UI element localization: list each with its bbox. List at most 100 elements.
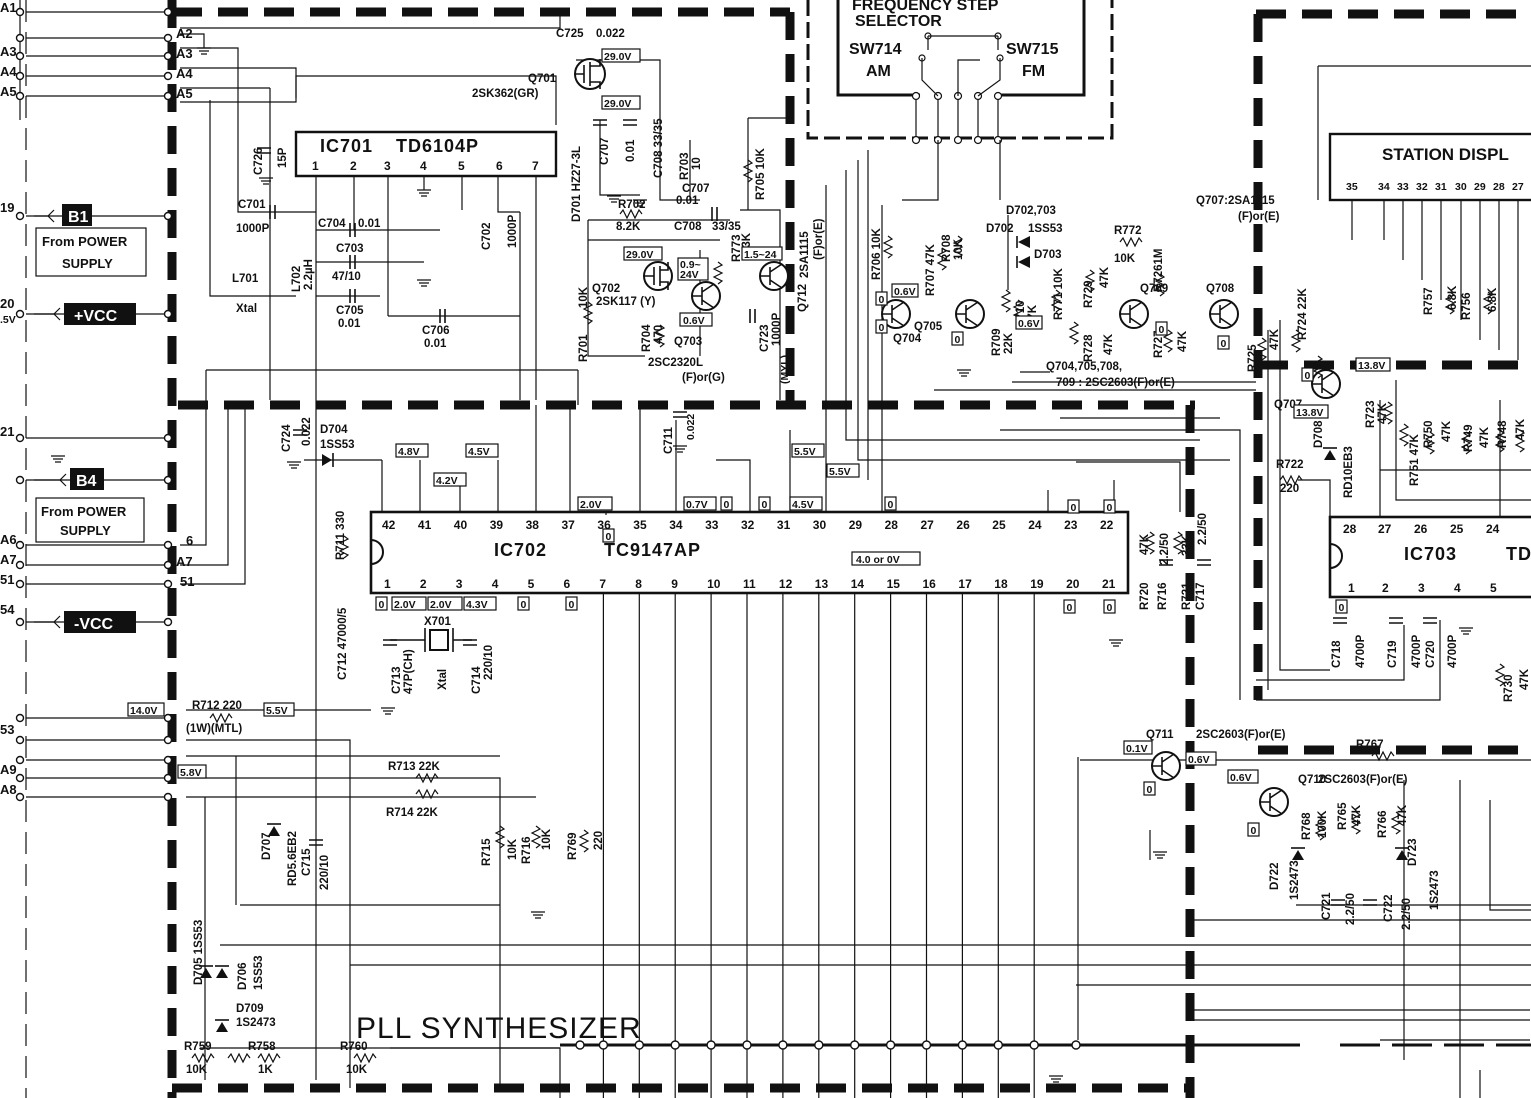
svg-text:R704: R704 [641,324,653,352]
svg-text:0.01: 0.01 [625,139,637,162]
ic702-pin-bottom: 12 [779,577,793,591]
svg-text:R722: R722 [1276,459,1304,471]
svg-text:C708: C708 [674,221,702,233]
svg-text:4.8V: 4.8V [398,446,420,458]
terminal-node [163,51,173,61]
ic702-pin-top: 29 [849,518,863,532]
svg-text:R725: R725 [1247,344,1259,372]
svg-text:33K: 33K [1181,534,1193,556]
svg-text:R724 22K: R724 22K [1297,288,1309,340]
transistor-q707 [1311,369,1341,399]
svg-text:2.0V: 2.0V [430,599,452,611]
svg-text:29.0V: 29.0V [604,98,631,110]
svg-text:R760: R760 [340,1041,368,1053]
svg-text:C721: C721 [1321,892,1333,920]
svg-text:51: 51 [0,572,14,587]
terminal-node [163,33,173,43]
svg-text:1S2473: 1S2473 [236,1017,276,1029]
svg-text:220/10: 220/10 [319,855,331,890]
ic702-pin-top: 30 [813,518,827,532]
transistor-q712 [759,261,789,291]
ic702-pin-top: 37 [562,518,576,532]
svg-text:0: 0 [724,499,730,511]
svg-text:Q704,705,708,: Q704,705,708, [1046,361,1122,373]
svg-text:C704: C704 [318,218,346,230]
svg-text:C714: C714 [471,666,483,694]
svg-text:Xtal: Xtal [437,669,449,690]
svg-text:0: 0 [1147,784,1153,796]
ic702-pin-top: 26 [956,518,970,532]
ic702-pin-bottom: 18 [994,577,1008,591]
svg-text:Q708: Q708 [1206,283,1235,295]
ic702-pin-bottom: 5 [528,577,535,591]
ic702-pin-bottom: 13 [815,577,829,591]
svg-text:27: 27 [1512,181,1524,193]
svg-text:R715: R715 [481,838,493,866]
wiring [180,12,1531,1098]
svg-text:0.01: 0.01 [676,195,699,207]
svg-text:C707: C707 [599,138,611,166]
svg-text:R708: R708 [941,234,953,262]
svg-text:10K: 10K [507,838,519,860]
ic703-ref: IC703 [1404,544,1457,564]
terminal-node [163,211,173,221]
svg-text:R730: R730 [1503,675,1515,703]
power-vcc-minus: -VCC [34,611,136,633]
ic702-pin-top: 41 [418,518,432,532]
terminal-node [15,71,25,81]
terminal-node [163,540,173,550]
svg-text:D704: D704 [320,424,348,436]
svg-text:4.3V: 4.3V [466,599,488,611]
svg-text:R702: R702 [618,199,646,211]
svg-text:C726: C726 [253,148,265,176]
bus-junctions [575,1040,1081,1050]
svg-text:D723: D723 [1407,839,1419,867]
svg-text:47K: 47K [1351,804,1363,826]
voltage-boxes: 29.0V 29.0V 29.0V 0.9~24V 0.6V 1.5~24 0.… [127,48,1391,784]
svg-text:47K: 47K [1377,402,1389,424]
svg-text:0.6V: 0.6V [1018,318,1040,330]
svg-text:0: 0 [521,599,527,611]
svg-text:(MYL): (MYL) [779,355,791,384]
svg-text:4: 4 [420,159,427,173]
svg-text:28: 28 [1343,522,1357,536]
ic702-pin-bottom: 8 [635,577,642,591]
svg-text:1000P: 1000P [507,214,519,248]
svg-text:R759: R759 [184,1041,212,1053]
terminal-node [163,7,173,17]
svg-text:From POWER: From POWER [41,504,127,519]
svg-text:0: 0 [1067,602,1073,614]
svg-text:2SK362(GR): 2SK362(GR) [472,88,539,100]
svg-text:4.0 or 0V: 4.0 or 0V [856,554,900,566]
svg-text:D706: D706 [237,963,249,991]
svg-text:R765: R765 [1337,802,1349,830]
svg-text:A7: A7 [176,554,193,569]
svg-text:R711 330: R711 330 [335,511,347,560]
svg-text:.5V: .5V [0,314,16,326]
svg-text:6.8K: 6.8K [1487,287,1499,312]
svg-text:31: 31 [1435,181,1447,193]
diodes [199,236,1409,1032]
terminal-node [15,735,25,745]
bus-wires [602,593,1035,1098]
svg-text:14.0V: 14.0V [130,705,157,717]
terminal-node [15,211,25,221]
bus-junction [814,1040,824,1050]
svg-text:10: 10 [691,157,703,170]
terminal-node [15,51,25,61]
svg-text:Q710: Q710 [1298,774,1326,786]
svg-text:R728: R728 [1083,334,1095,362]
terminal-node [15,433,25,443]
svg-text:C703: C703 [336,243,364,255]
ic702-pin-bottom: 17 [958,577,972,591]
svg-text:0: 0 [1071,502,1077,514]
svg-text:2.0V: 2.0V [394,599,416,611]
ic702-pin-bottom: 2 [420,577,427,591]
svg-text:2SA1115: 2SA1115 [799,231,811,278]
ic702-ref: IC702 [494,540,547,560]
svg-text:R707 47K: R707 47K [925,244,937,296]
svg-text:L702: L702 [291,266,303,292]
crystal-x701 [390,628,472,652]
svg-text:R757: R757 [1423,288,1435,316]
